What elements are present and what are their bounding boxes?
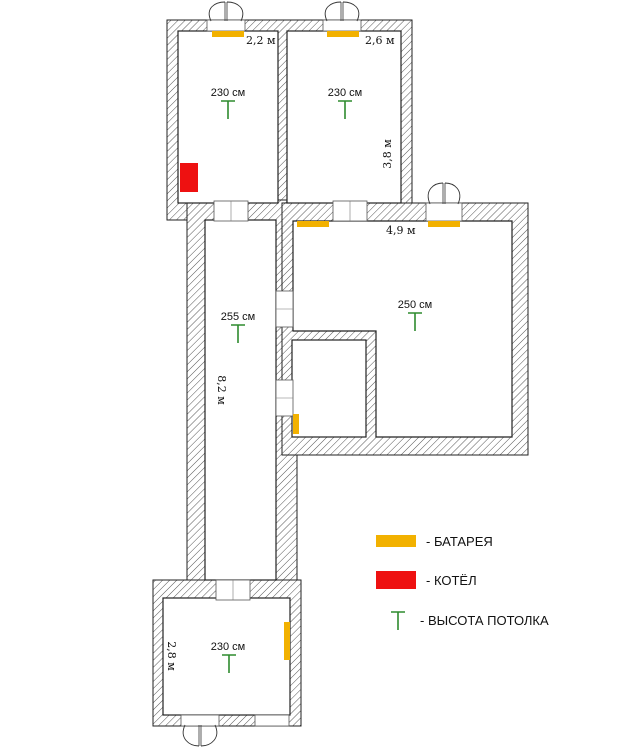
battery-icon [376,535,416,547]
legend-ceiling-label: - ВЫСОТА ПОТОЛКА [420,613,549,628]
battery-icon [293,414,299,434]
ceiling-height-icon [222,654,236,673]
room-large-floor [292,220,513,438]
ceiling-height-icon [231,324,245,343]
battery-icon [428,221,460,227]
legend-boiler-label: - КОТЁЛ [426,573,477,588]
door-icon [322,1,362,32]
legend: - БАТАРЕЯ - КОТЁЛ - ВЫСОТА ПОТОЛКА [376,534,549,630]
dimension-top-right-side: 3,8 м [381,139,394,169]
ceiling-height-icon [338,100,352,119]
dimension-top-left: 2,2 м [246,34,276,47]
ceiling-height-icon [391,611,405,630]
legend-battery-label: - БАТАРЕЯ [426,534,493,549]
battery-icon [327,31,359,37]
ceiling-markers [221,100,422,673]
ceiling-label-top-left: 230 см [211,87,245,99]
door-icon [425,182,463,222]
dimension-bottom-room: 2,8 м [165,641,178,671]
ceiling-label-corridor: 255 см [221,311,255,323]
battery-icon [212,31,244,37]
battery-icon [297,221,329,227]
doors [180,1,463,747]
door-icon [254,714,290,727]
boiler-icon [180,163,198,192]
ceiling-height-icon [221,100,235,119]
dimension-corridor: 8,2 м [215,375,228,405]
door-icon [180,714,220,747]
batteries [212,31,460,660]
battery-icon [284,622,290,660]
door-icon [206,1,246,32]
ceiling-height-icon [408,312,422,331]
room-bottom-floor [162,597,291,716]
boiler-icon [376,571,416,589]
dimension-large-room: 4,9 м [386,224,416,237]
ceiling-label-bottom-room: 230 см [211,641,245,653]
room-floors [162,30,513,716]
small-closet-floor [291,339,367,438]
ceiling-label-large-room: 250 см [398,299,432,311]
ceiling-label-top-right: 230 см [328,87,362,99]
room-top-right-floor [286,30,402,204]
dimension-top-right: 2,6 м [365,34,395,47]
